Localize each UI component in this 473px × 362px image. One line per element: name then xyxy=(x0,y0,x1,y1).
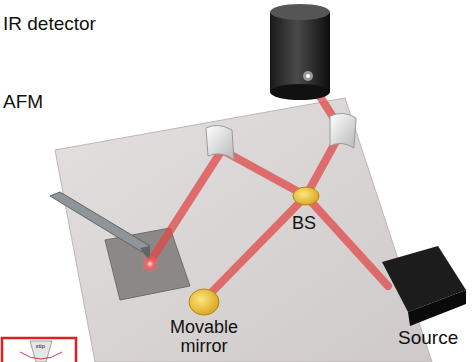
inset-arc xyxy=(20,352,62,359)
part-label: Source xyxy=(398,328,458,348)
parabolic-mirror xyxy=(206,125,234,160)
parabolic-mirror xyxy=(330,113,356,148)
part-label: AFM xyxy=(3,92,43,112)
part-label: BS xyxy=(292,214,316,233)
detector-window xyxy=(306,74,310,78)
movable-mirror xyxy=(189,289,219,315)
afm-cantilever xyxy=(50,192,150,252)
part-label: εtip xyxy=(36,343,45,349)
inset-frame xyxy=(2,338,76,362)
sample xyxy=(105,228,190,300)
laser-beams xyxy=(150,84,388,298)
detector-top xyxy=(270,4,330,20)
detector-body xyxy=(270,12,330,92)
part-label: Movable mirror xyxy=(152,318,256,356)
source-box-side xyxy=(408,290,466,326)
laser-spot xyxy=(141,255,159,273)
part-label: IR detector xyxy=(3,14,96,34)
beam-splitter xyxy=(293,187,319,205)
detector-base xyxy=(270,84,330,100)
detector-window xyxy=(303,71,313,81)
